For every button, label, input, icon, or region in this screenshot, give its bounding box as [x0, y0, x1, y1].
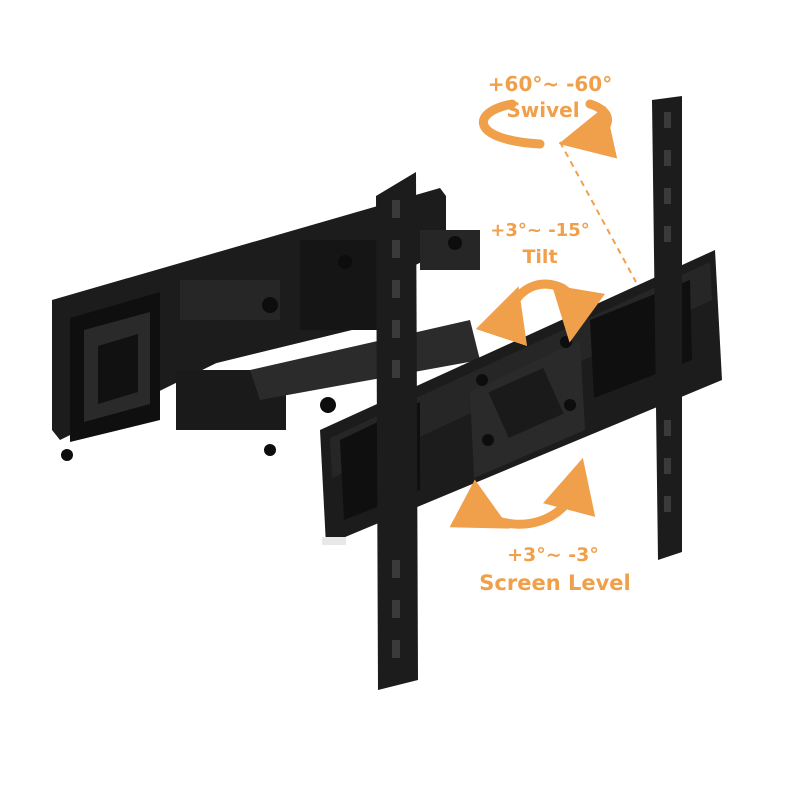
screen-level-range-label: +3°~ -3° — [507, 544, 599, 566]
swivel-arrow-icon — [478, 99, 618, 159]
screen-level-arrow-icon — [449, 457, 596, 529]
tilt-arrow-icon — [475, 279, 606, 347]
swivel-name-label: Swivel — [506, 98, 580, 122]
vertical-rail-right — [652, 96, 682, 560]
swivel-range-label: +60°~ -60° — [487, 72, 613, 96]
tilt-name-label: Tilt — [522, 246, 558, 268]
articulating-arms — [61, 230, 480, 461]
vertical-rail-left — [376, 172, 418, 690]
swivel-guide-line — [559, 141, 637, 283]
screen-level-name-label: Screen Level — [479, 571, 631, 595]
tilt-range-label: +3°~ -15° — [490, 220, 590, 241]
